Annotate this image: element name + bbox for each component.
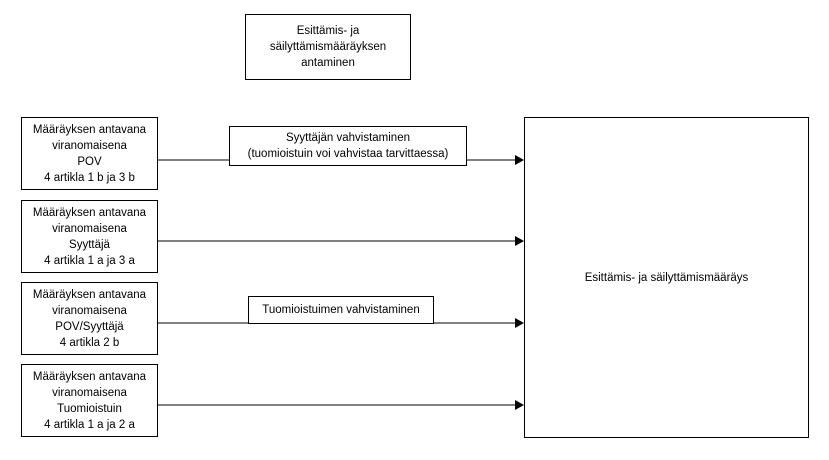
label-box-syyttajan-vahvistaminen: Syyttäjän vahvistaminen (tuomioistuin vo… <box>229 126 467 166</box>
title-box-line-2: säilyttämismääräyksen <box>269 41 387 53</box>
authority-box-tuomioistuin: Määräyksen antavana viranomaisena Tuomio… <box>21 364 158 437</box>
arrowhead-3 <box>515 318 524 328</box>
connector-line-4 <box>158 404 515 406</box>
authority-box-syyttaja-line-4: 4 artikla 1 a ja 3 a <box>44 254 135 267</box>
label-box-tuomioistuimen-vahvistaminen-line-1: Tuomioistuimen vahvistaminen <box>262 304 420 316</box>
authority-box-tuomioistuin-line-2: viranomaisena <box>52 386 127 399</box>
arrowhead-4 <box>515 400 524 410</box>
authority-box-pov-line-1: Määräyksen antavana <box>32 123 147 136</box>
authority-box-pov-syyttaja-line-3: POV/Syyttäjä <box>55 320 124 333</box>
authority-box-tuomioistuin-line-4: 4 artikla 1 a ja 2 a <box>44 418 135 431</box>
authority-box-pov-syyttaja-line-4: 4 artikla 2 b <box>59 336 120 349</box>
authority-box-syyttaja-line-3: Syyttäjä <box>69 238 110 251</box>
title-box: Esittämis- ja säilyttämismääräyksen anta… <box>245 14 411 80</box>
authority-box-pov-line-4: 4 artikla 1 b ja 3 b <box>44 171 135 184</box>
connector-line-2 <box>158 240 515 242</box>
title-box-line-1: Esittämis- ja <box>296 25 360 37</box>
authority-box-syyttaja: Määräyksen antavana viranomaisena Syyttä… <box>21 200 158 273</box>
authority-box-syyttaja-line-1: Määräyksen antavana <box>32 206 147 219</box>
result-box-label: Esittämis- ja säilyttämismääräys <box>584 271 749 284</box>
label-box-syyttajan-vahvistaminen-line-2: (tuomioistuin voi vahvistaa tarvittaessa… <box>247 148 449 160</box>
authority-box-pov-syyttaja: Määräyksen antavana viranomaisena POV/Sy… <box>21 282 158 355</box>
result-box: Esittämis- ja säilyttämismääräys <box>524 117 809 438</box>
arrowhead-2 <box>515 236 524 246</box>
authority-box-pov-syyttaja-line-2: viranomaisena <box>52 304 127 317</box>
label-box-tuomioistuimen-vahvistaminen: Tuomioistuimen vahvistaminen <box>248 296 434 324</box>
authority-box-pov-line-3: POV <box>77 155 102 168</box>
label-box-syyttajan-vahvistaminen-line-1: Syyttäjän vahvistaminen <box>285 132 410 144</box>
authority-box-tuomioistuin-line-1: Määräyksen antavana <box>32 370 147 383</box>
authority-box-pov-syyttaja-line-1: Määräyksen antavana <box>32 288 147 301</box>
authority-box-pov: Määräyksen antavana viranomaisena POV 4 … <box>21 117 158 190</box>
authority-box-pov-line-2: viranomaisena <box>52 139 127 152</box>
authority-box-tuomioistuin-line-3: Tuomioistuin <box>57 402 122 415</box>
arrowhead-1 <box>515 155 524 165</box>
title-box-line-3: antaminen <box>301 57 355 69</box>
authority-box-syyttaja-line-2: viranomaisena <box>52 222 127 235</box>
